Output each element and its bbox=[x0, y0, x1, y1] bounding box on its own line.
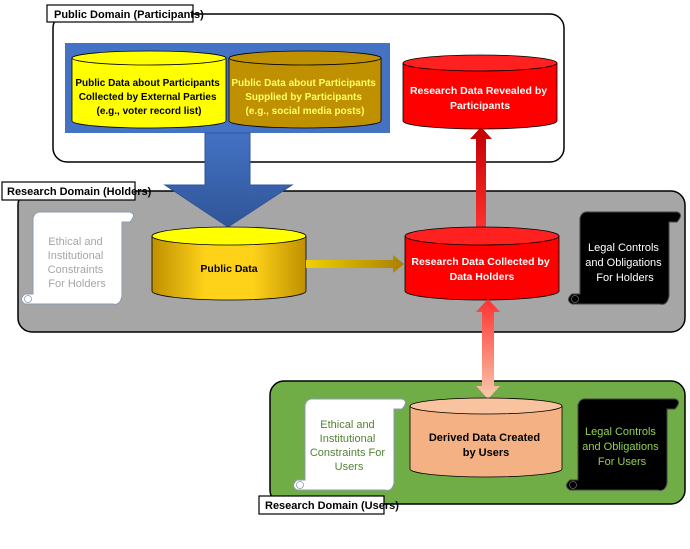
yellow-right-arrow bbox=[306, 255, 404, 273]
cylinder-derived-data bbox=[409, 397, 563, 478]
holders-legal-text: Legal Controls and Obligations For Holde… bbox=[585, 242, 665, 284]
collected-by-holders-label: Research Data Collected by Data Holders bbox=[411, 256, 552, 283]
cylinder-supplied-by-participants bbox=[228, 50, 382, 129]
public-domain-label-box bbox=[46, 4, 194, 23]
cylinder-revealed-by-participants bbox=[402, 54, 558, 130]
public-domain-label: Public Domain (Participants) bbox=[54, 9, 204, 21]
users-ethics-text: Ethical and Institutional Constraints Fo… bbox=[310, 419, 388, 473]
scroll-users-legal bbox=[566, 398, 679, 491]
scroll-holders-ethics bbox=[21, 211, 134, 305]
users-domain-label: Research Domain (Users) bbox=[265, 500, 399, 512]
public-data-label: Public Data bbox=[200, 263, 257, 275]
users-domain-label-box bbox=[258, 495, 385, 515]
supplied-by-participants-label: Public Data about Participants Supplied … bbox=[231, 78, 378, 117]
external-parties-label: Public Data about Participants Collected… bbox=[75, 78, 222, 117]
holders-domain-label-box bbox=[1, 181, 136, 201]
cylinder-public-data bbox=[151, 226, 307, 301]
holders-domain-label: Research Domain (Holders) bbox=[7, 186, 152, 198]
scroll-users-ethics bbox=[293, 398, 406, 491]
red-up-arrow bbox=[470, 127, 492, 228]
blue-down-arrow bbox=[163, 132, 294, 228]
cylinder-collected-by-holders bbox=[404, 226, 560, 301]
users-legal-text: Legal Controls and Obligations For Users bbox=[582, 426, 662, 468]
cylinder-external-parties bbox=[71, 50, 227, 129]
scroll-holders-legal bbox=[568, 211, 681, 305]
peach-double-arrow bbox=[476, 299, 500, 399]
holders-ethics-text: Ethical and Institutional Constraints Fo… bbox=[48, 236, 107, 290]
revealed-by-participants-label: Research Data Revealed by Participants bbox=[410, 85, 550, 112]
derived-data-label: Derived Data Created by Users bbox=[429, 432, 543, 459]
